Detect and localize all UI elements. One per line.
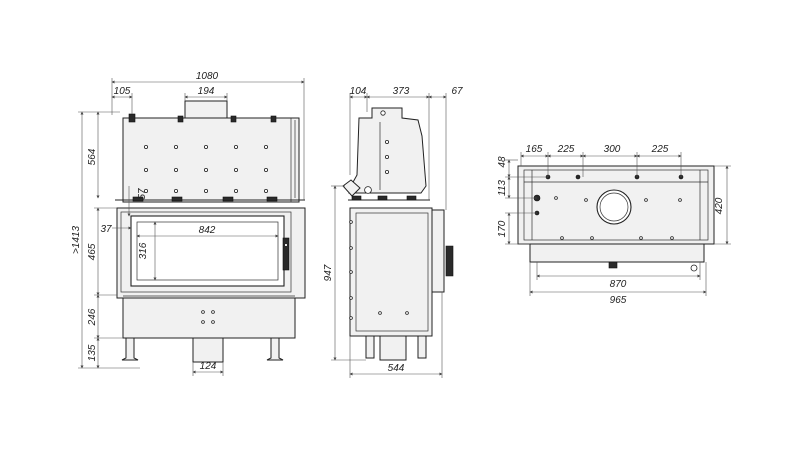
front-bolt-holes [143, 144, 268, 193]
top-flue-opening [596, 189, 632, 225]
top-spacing-4-label: 225 [651, 144, 669, 155]
side-view [342, 107, 454, 361]
top-dimensions [505, 152, 731, 296]
front-glass-width-label: 842 [199, 225, 216, 236]
top-width-inner-label: 870 [610, 279, 627, 290]
front-height-top-label: 564 [87, 148, 98, 165]
front-glass-height-label: 316 [138, 242, 149, 259]
side-depth-top-label: 373 [393, 86, 410, 97]
front-flue-width-label: 194 [198, 86, 215, 97]
side-dimensions [331, 93, 447, 378]
front-top-body [122, 117, 300, 203]
front-width-total-label: 1080 [196, 71, 219, 82]
front-height-door-label: 465 [87, 243, 98, 260]
front-bottom-inlet-label: 124 [200, 361, 217, 372]
side-body [349, 207, 433, 337]
front-height-total-label: >1413 [71, 226, 82, 255]
top-view [517, 165, 715, 272]
side-depth-bottom-label: 544 [388, 363, 405, 374]
top-depth-label: 420 [714, 197, 725, 214]
front-height-base-label: 246 [87, 308, 98, 326]
front-view [115, 100, 306, 363]
side-front-overhang-label: 67 [451, 86, 463, 97]
front-frame-top-label: 57 [137, 188, 148, 200]
top-offset-mid-label: 113 [497, 180, 508, 196]
side-back-offset-label: 104 [350, 86, 367, 97]
front-base [122, 297, 296, 339]
front-height-legs-label: 135 [87, 344, 98, 361]
top-offset-low-label: 170 [497, 220, 508, 237]
front-dimensions [78, 78, 305, 376]
top-spacing-2-label: 225 [557, 144, 575, 155]
top-offset-top-label: 48 [497, 156, 508, 168]
front-glass [130, 215, 285, 287]
top-spacing-1-label: 165 [526, 144, 543, 155]
top-width-outer-label: 965 [610, 295, 627, 306]
top-spacing-3-label: 300 [604, 144, 621, 155]
front-left-offset-label: 105 [114, 86, 131, 97]
side-height-label: 947 [323, 264, 334, 281]
front-frame-side-label: 37 [100, 224, 112, 235]
